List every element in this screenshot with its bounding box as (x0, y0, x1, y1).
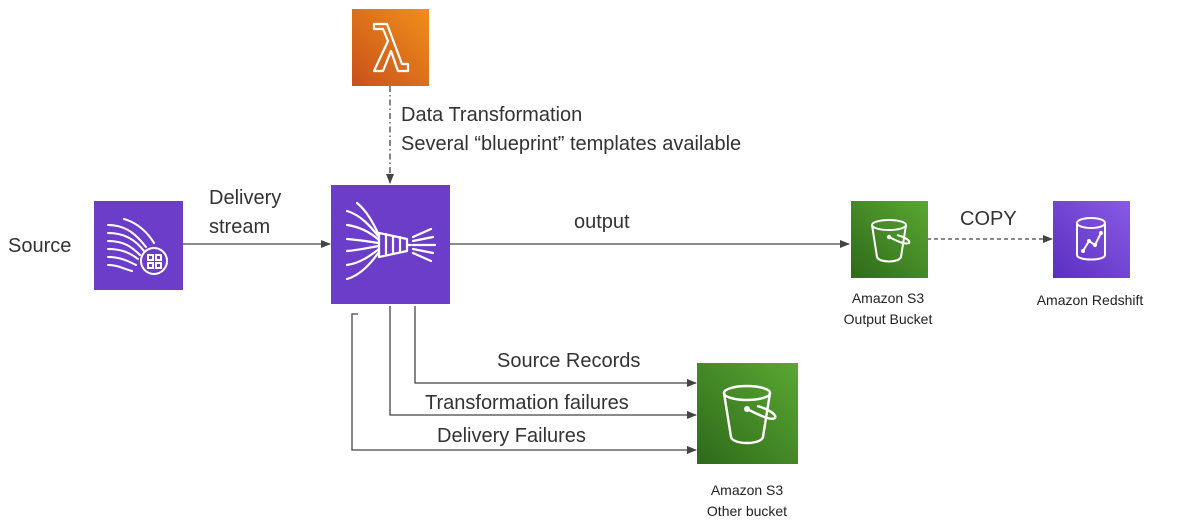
delivery-stream-label-line1: Delivery (209, 187, 282, 209)
transformation-failures-label: Transformation failures (425, 392, 629, 414)
amazon-redshift-icon (1053, 201, 1130, 278)
transformation-label-line2: Several “blueprint” templates available (401, 133, 742, 155)
redshift-label: Amazon Redshift (1036, 292, 1144, 308)
kinesis-data-firehose-icon (331, 185, 450, 304)
delivery-failures-arrow (351, 313, 697, 454)
s3-other-label-line2: Other bucket (706, 503, 788, 519)
amazon-s3-bucket-icon (697, 363, 798, 464)
s3-output-label-line1: Amazon S3 (851, 290, 925, 306)
delivery-stream-label-line2: stream (209, 216, 271, 238)
copy-label: COPY (960, 208, 1017, 230)
s3-other-label-line1: Amazon S3 (710, 482, 784, 498)
source-records-label: Source Records (497, 350, 641, 372)
source-records-arrow (414, 306, 697, 387)
source-label: Source (8, 235, 72, 257)
delivery-failures-label: Delivery Failures (437, 425, 586, 447)
aws-lambda-icon (352, 9, 429, 86)
s3-output-label-line2: Output Bucket (843, 311, 933, 327)
output-label: output (574, 211, 630, 233)
kinesis-data-streams-icon (94, 201, 183, 290)
amazon-s3-bucket-icon (851, 201, 928, 278)
transformation-failures-arrow (389, 306, 697, 419)
transformation-label-line1: Data Transformation (401, 104, 583, 126)
